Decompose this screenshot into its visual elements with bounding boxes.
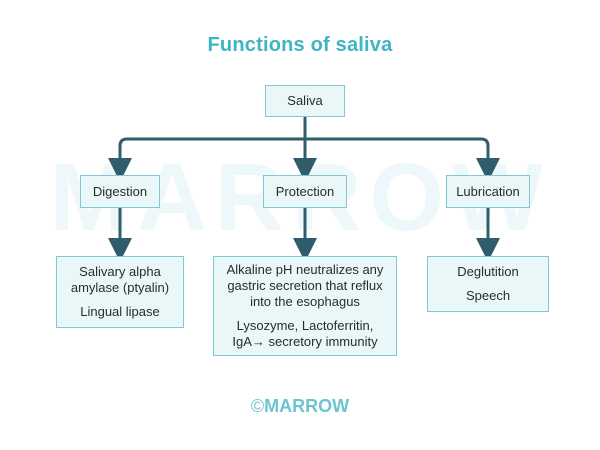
node-label: Digestion	[92, 183, 148, 199]
footer-logo: ©MARROW	[0, 396, 600, 417]
detail-text: Alkaline pH neutralizes any gastric secr…	[226, 262, 384, 309]
digestion-details: Salivary alpha amylase (ptyalin) Lingual…	[56, 256, 184, 328]
protection-details: Alkaline pH neutralizes any gastric secr…	[213, 256, 397, 356]
detail-text: Lingual lipase	[80, 304, 160, 319]
lubrication-details: Deglutition Speech	[427, 256, 549, 312]
node-protection: Protection	[263, 175, 347, 208]
copyright-symbol: ©	[250, 396, 265, 416]
detail-text: Speech	[465, 288, 511, 303]
diagram-title: Functions of saliva	[207, 34, 393, 56]
detail-text: Deglutition	[457, 264, 519, 279]
detail-text: Salivary alpha amylase (ptyalin)	[70, 264, 170, 295]
node-label: Lubrication	[456, 183, 520, 199]
node-lubrication: Lubrication	[446, 175, 530, 208]
root-label: Saliva	[287, 93, 323, 108]
root-node: Saliva	[265, 85, 345, 117]
node-digestion: Digestion	[80, 175, 160, 208]
detail-text: Lysozyme, Lactoferritin, IgA→ secretory …	[232, 318, 378, 349]
footer-brand: MARROW	[264, 396, 350, 416]
node-label: Protection	[275, 183, 335, 199]
